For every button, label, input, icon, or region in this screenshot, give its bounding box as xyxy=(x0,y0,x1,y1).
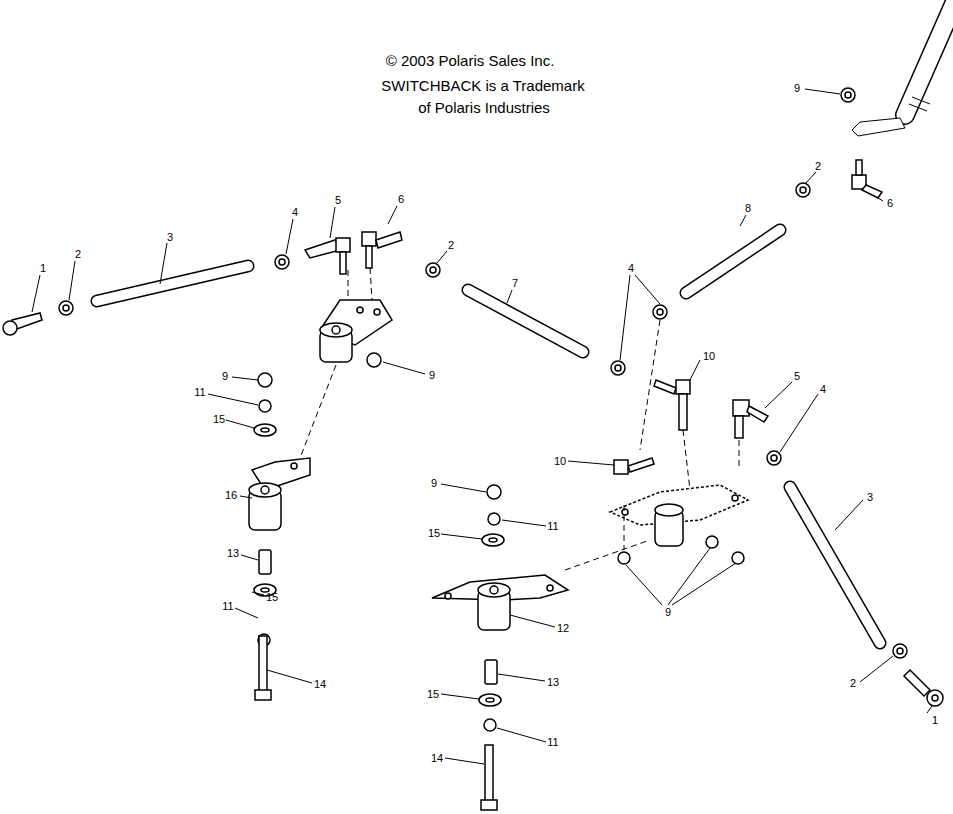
callout-number: 6 xyxy=(887,198,893,209)
callout-number: 3 xyxy=(867,492,873,503)
callout-number: 2 xyxy=(448,240,454,251)
callout-number: 2 xyxy=(815,161,821,172)
callout-number: 15 xyxy=(427,689,439,700)
callout-number: 10 xyxy=(703,351,715,362)
callout-number: 8 xyxy=(745,203,751,214)
callout-number: 14 xyxy=(314,679,326,690)
callout-number: 11 xyxy=(547,737,558,748)
callout-number: 9 xyxy=(665,607,671,618)
callout-number: 9 xyxy=(429,370,435,381)
callout-number: 15 xyxy=(428,528,440,539)
callout-number: 13 xyxy=(547,677,559,688)
callout-number: 1 xyxy=(40,263,46,274)
callout-number: 9 xyxy=(431,478,437,489)
callout-number: 11 xyxy=(222,601,233,612)
callout-number: 11 xyxy=(194,387,205,398)
callout-number: 2 xyxy=(75,249,81,260)
callout-number: 9 xyxy=(794,83,800,94)
callout-number: 10 xyxy=(554,456,566,467)
copyright-note: © 2003 Polaris Sales Inc. xyxy=(386,53,555,68)
callout-number: 13 xyxy=(227,548,239,559)
callout-number: 12 xyxy=(557,623,569,634)
callout-number: 4 xyxy=(820,384,826,395)
callout-number: 4 xyxy=(628,263,634,274)
callout-number: 4 xyxy=(292,207,298,218)
copyright-note: of Polaris Industries xyxy=(418,100,550,115)
callout-number: 2 xyxy=(850,678,856,689)
callout-number: 5 xyxy=(335,195,341,206)
callout-number: 3 xyxy=(167,232,173,243)
copyright-note: SWITCHBACK is a Trademark xyxy=(381,78,584,93)
callout-number: 14 xyxy=(431,753,443,764)
callout-number: 15 xyxy=(213,414,225,425)
callout-number: 16 xyxy=(225,490,237,501)
callout-number: 1 xyxy=(932,715,938,726)
callout-number: 15 xyxy=(266,592,278,603)
callout-number: 7 xyxy=(512,278,518,289)
callout-number: 6 xyxy=(398,194,404,205)
callout-number: 5 xyxy=(794,371,800,382)
callout-number: 9 xyxy=(222,371,228,382)
callout-number: 11 xyxy=(547,521,558,532)
